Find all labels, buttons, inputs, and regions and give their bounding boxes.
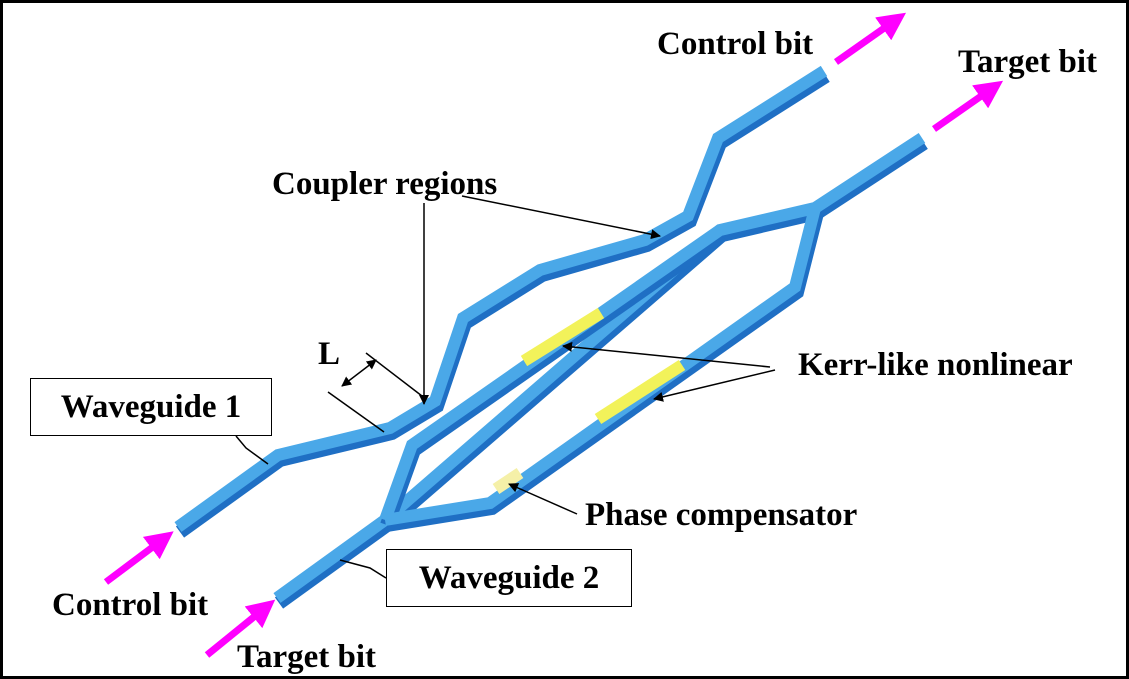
l-extension-upper — [365, 352, 423, 397]
control-bit-out-arrow — [833, 12, 907, 65]
target-bit-in-label: Target bit — [237, 639, 377, 675]
waveguide-1-path — [174, 65, 830, 538]
control-bit-out-label: Control bit — [657, 26, 814, 62]
l-extension-lower — [327, 391, 385, 433]
kerr-arrow-upper — [562, 341, 771, 368]
waveguide-1-label: Waveguide 1 — [30, 378, 272, 436]
control-bit-in-arrow — [103, 531, 174, 585]
kerr-section-upper — [520, 307, 605, 367]
phase-compensator-section — [492, 468, 524, 494]
coupler-arrow-1 — [461, 195, 661, 240]
waveguide-2-leader — [339, 559, 387, 579]
target-bit-out-arrow — [931, 80, 1004, 132]
kerr-arrow-lower — [653, 369, 776, 402]
waveguide-2-label: Waveguide 2 — [386, 549, 632, 607]
l-dimension-arrow — [341, 359, 377, 387]
length-l-label: L — [318, 336, 341, 372]
kerr-section-lower — [594, 359, 686, 425]
phase-compensator-label: Phase compensator — [585, 497, 858, 533]
phase-arrow — [508, 483, 578, 515]
control-bit-in-label: Control bit — [52, 587, 209, 623]
coupler-regions-label: Coupler regions — [272, 166, 498, 202]
kerr-nonlinear-label: Kerr-like nonlinear — [798, 347, 1073, 383]
target-bit-in-arrow — [204, 599, 276, 658]
target-bit-out-label: Target bit — [958, 44, 1098, 80]
waveguide-1-leader — [235, 435, 269, 465]
